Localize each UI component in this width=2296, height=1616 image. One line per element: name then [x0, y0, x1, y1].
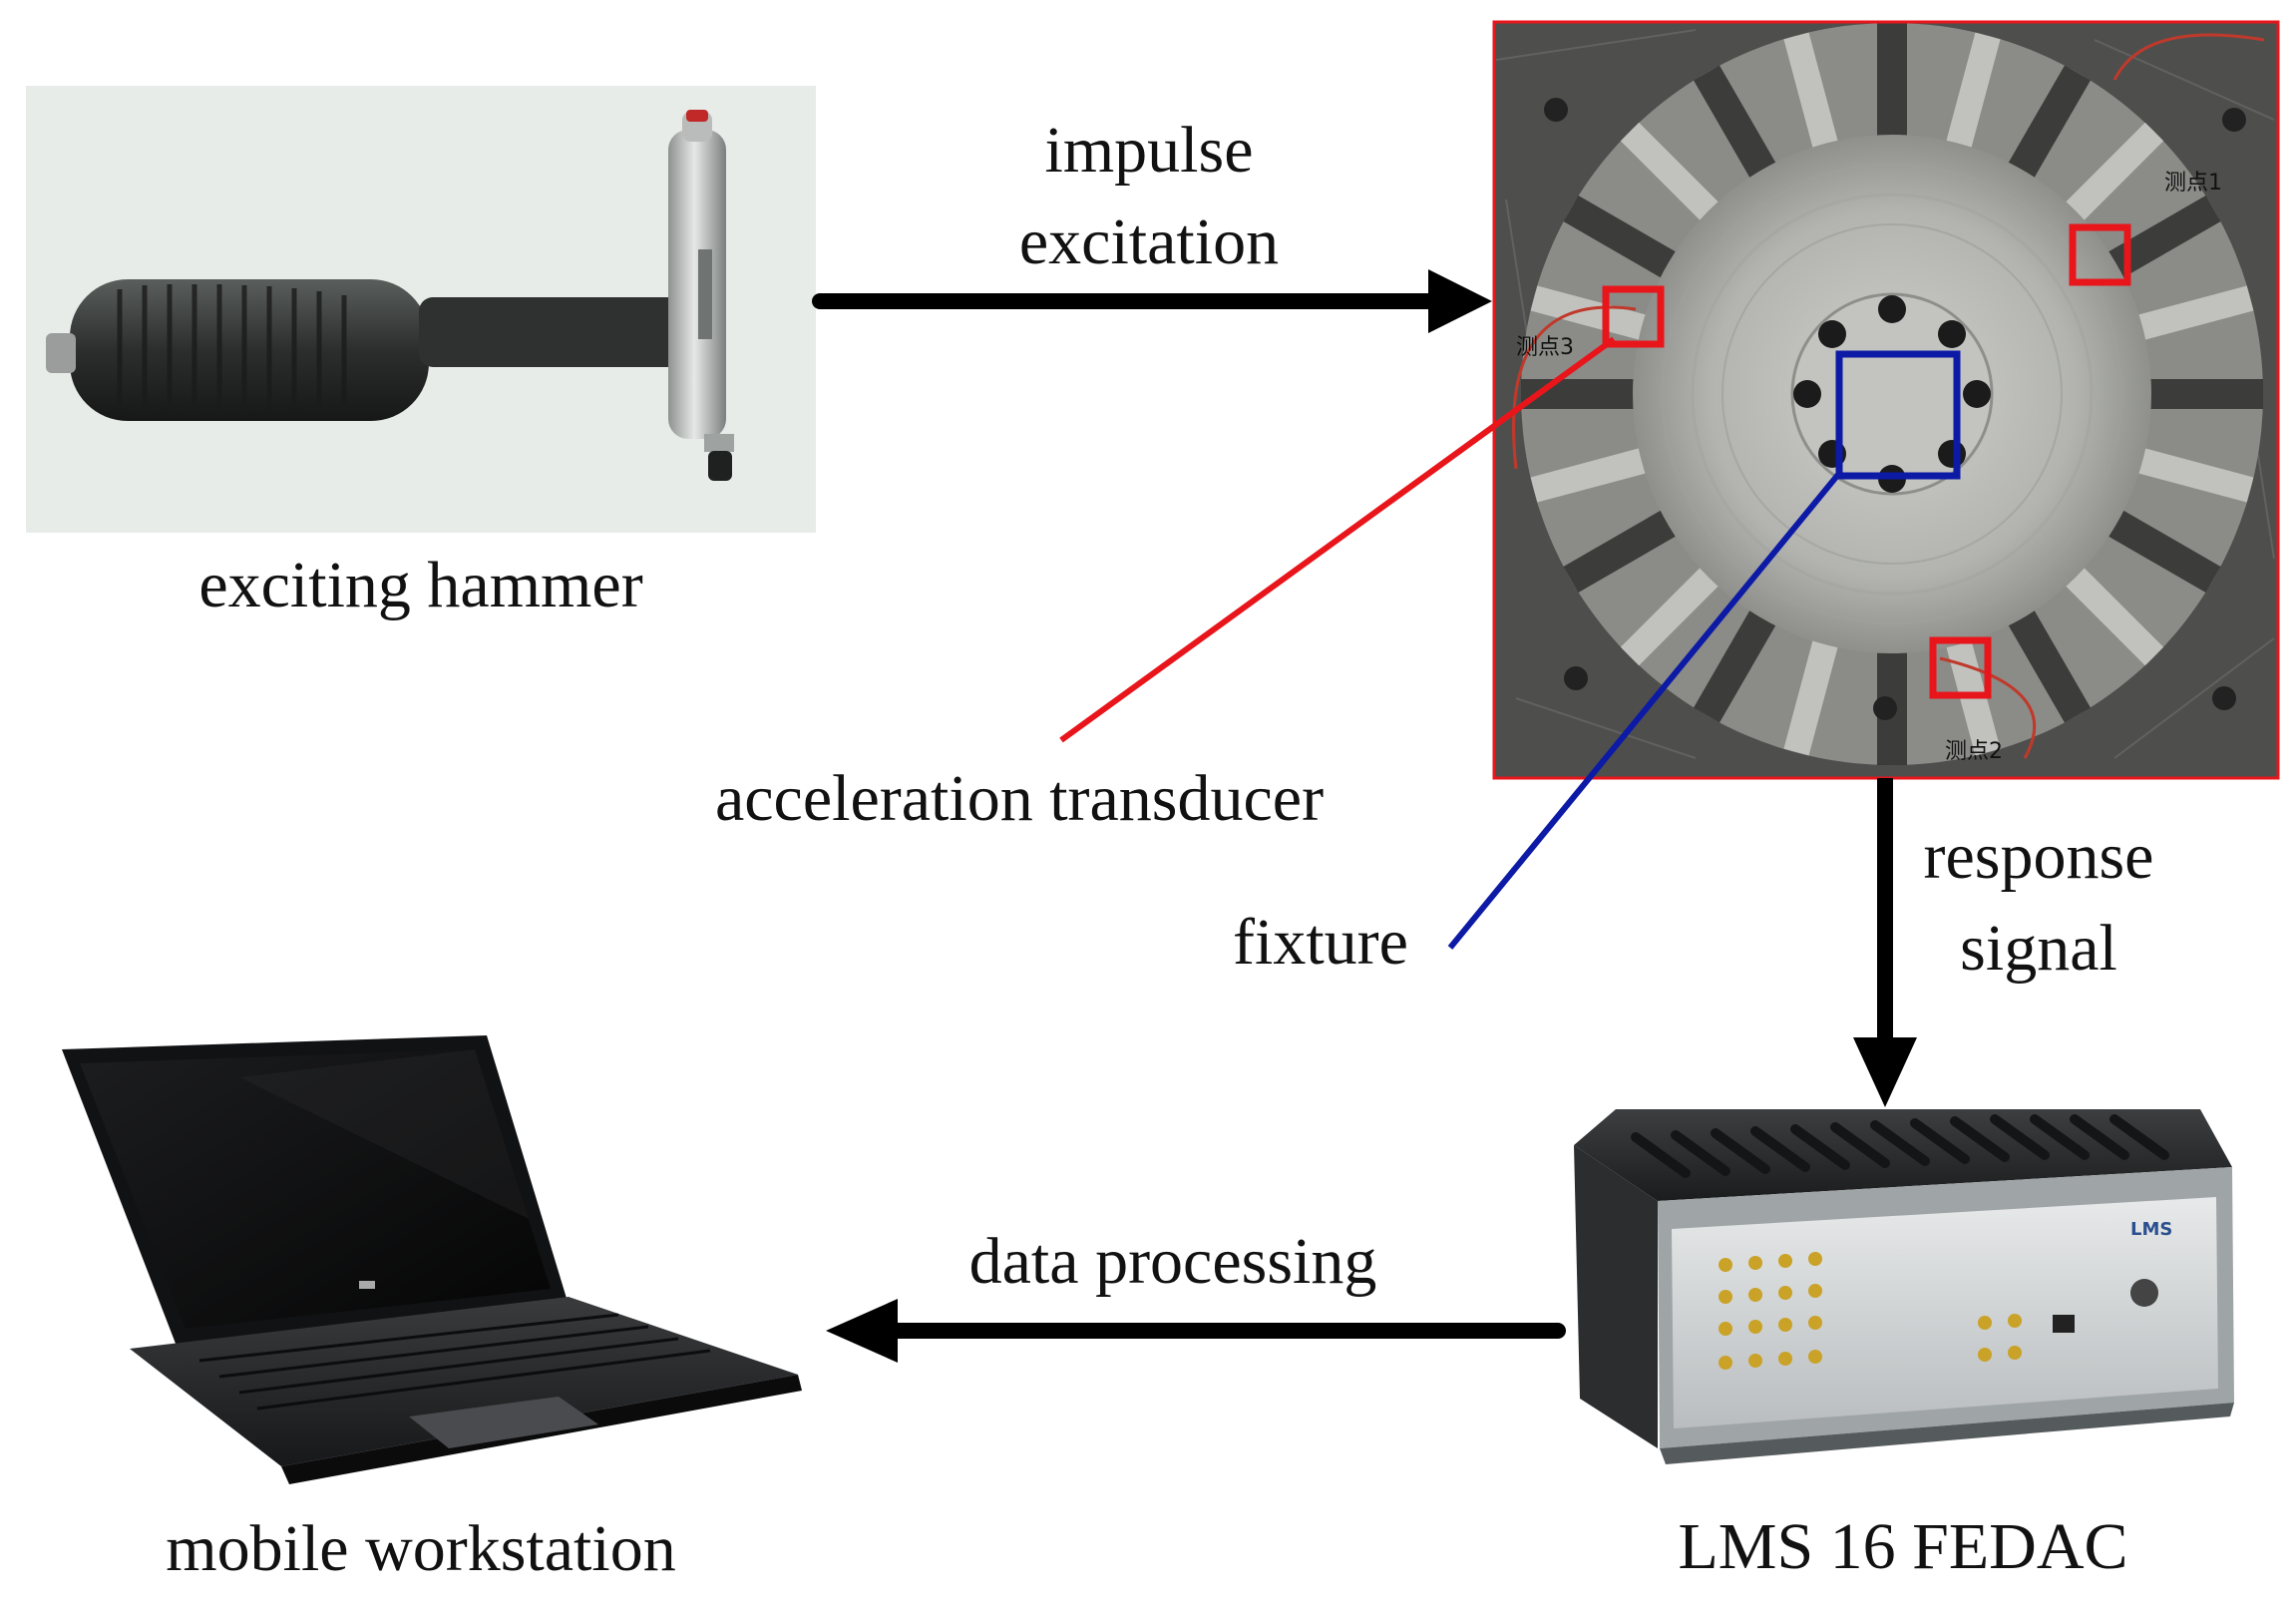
data-processing-arrow: [826, 1299, 1566, 1363]
acceleration-transducer-label: acceleration transducer: [715, 762, 1324, 835]
transducer-marker-2: [1929, 636, 1992, 699]
response-label-line2: signal: [1960, 912, 2117, 985]
impulse-label-line1: impulse: [1045, 114, 1254, 187]
specimen-photo: 测点1 测点2 测点3: [1492, 20, 2280, 780]
measure-point-1-mark: 测点1: [2164, 171, 2222, 196]
lms-fedac-label: LMS 16 FEDAC: [1678, 1510, 2127, 1583]
fixture-label: fixture: [1233, 906, 1408, 979]
impulse-arrow: [812, 269, 1492, 333]
transducer-marker-1: [2069, 223, 2131, 286]
lms-fedac-illustration: LMS: [1574, 1109, 2234, 1464]
laptop-illustration: [62, 1035, 802, 1484]
fixture-callout-line: [1447, 469, 1844, 950]
impulse-label-line2: excitation: [1019, 205, 1279, 278]
mobile-workstation-label: mobile workstation: [166, 1512, 675, 1585]
exciting-hammer-label: exciting hammer: [198, 549, 642, 621]
exciting-hammer-photo: [26, 86, 816, 533]
measure-point-3-mark: 测点3: [1516, 335, 1574, 360]
data-processing-label: data processing: [969, 1225, 1377, 1298]
fixture-marker: [1835, 350, 1961, 480]
transducer-callout-line: [1059, 336, 1616, 743]
transducer-marker-3: [1602, 285, 1665, 348]
response-arrow: [1853, 778, 1917, 1107]
response-label-line1: response: [1924, 820, 2154, 893]
lms-logo: LMS: [2130, 1219, 2172, 1240]
measure-point-2-mark: 测点2: [1945, 739, 2003, 764]
